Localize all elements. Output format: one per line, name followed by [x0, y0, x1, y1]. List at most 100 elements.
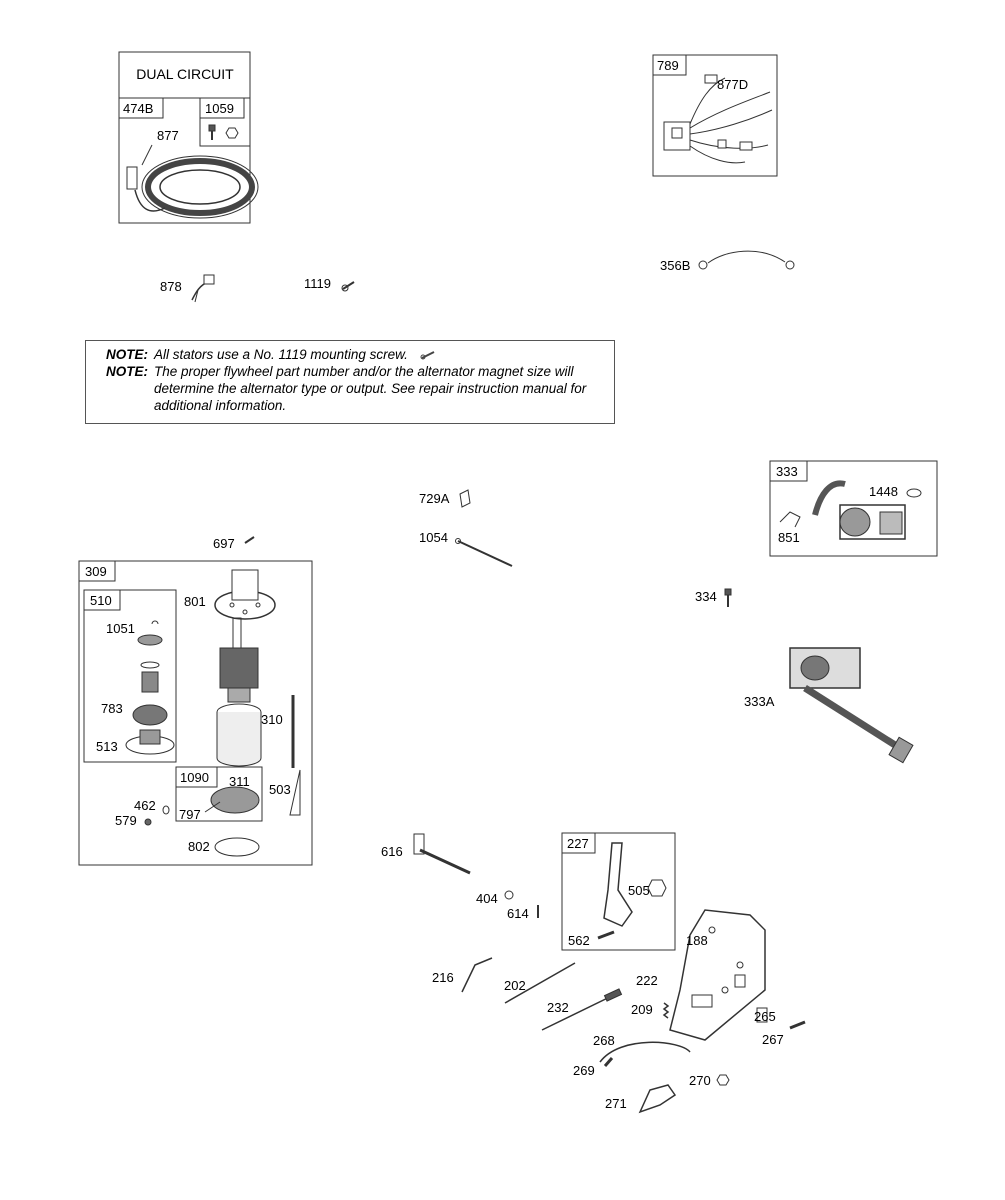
part-label-1051: 1051: [106, 621, 135, 636]
bolt-562-icon: [597, 930, 615, 940]
part-label-271: 271: [605, 1096, 627, 1111]
washer-1448-icon: [906, 488, 922, 498]
drive-gear-icon: [125, 620, 175, 755]
part-label-270: 270: [689, 1073, 711, 1088]
part-label-216: 216: [432, 970, 454, 985]
part-label-614: 614: [507, 906, 529, 921]
part-label-268: 268: [593, 1033, 615, 1048]
armature-333A-icon: [789, 647, 914, 764]
box-label-333: 333: [776, 464, 798, 479]
screw-icon: [208, 124, 216, 140]
part-label-462: 462: [134, 798, 156, 813]
clip-265-icon: [756, 1007, 768, 1023]
brush-plate-icon: [204, 786, 260, 814]
part-label-269: 269: [573, 1063, 595, 1078]
note-box: NOTE: All stators use a No. 1119 mountin…: [85, 340, 615, 424]
part-label-878: 878: [160, 279, 182, 294]
part-label-877D: 877D: [717, 77, 748, 92]
part-label-222: 222: [636, 973, 658, 988]
part-label-797: 797: [179, 807, 201, 822]
bracket-503-icon: [289, 769, 301, 816]
part-label-334: 334: [695, 589, 717, 604]
connector-878-icon: [191, 274, 215, 303]
part-label-503: 503: [269, 782, 291, 797]
part-label-1119: 1119: [304, 276, 331, 291]
note-row-2: NOTE: The proper flywheel part number an…: [106, 363, 604, 414]
part-label-202: 202: [504, 978, 526, 993]
throttle-cable-icon: [599, 1041, 691, 1063]
note-text-1: All stators use a No. 1119 mounting scre…: [154, 346, 604, 363]
end-cap-icon: [214, 569, 276, 620]
screw-334-icon: [724, 588, 732, 607]
spring-209-icon: [662, 1002, 670, 1019]
part-label-729A: 729A: [419, 491, 450, 506]
box-label-1090: 1090: [180, 770, 209, 785]
part-label-188: 188: [686, 933, 708, 948]
stator-icon: [141, 155, 259, 219]
box-label-227: 227: [567, 836, 589, 851]
screw-697-icon: [244, 536, 255, 544]
rod-1054-icon: [455, 538, 513, 567]
note-text-2: The proper flywheel part number and/or t…: [154, 364, 587, 413]
rod-202-icon: [504, 962, 576, 1004]
ground-wire-icon: [698, 250, 795, 270]
part-label-1054: 1054: [419, 530, 448, 545]
nut-icon: [225, 127, 239, 139]
box-label-474B: 474B: [123, 101, 153, 116]
note-keyword: NOTE:: [106, 347, 148, 362]
stator-group: [118, 51, 259, 224]
part-label-877: 877: [157, 128, 179, 143]
washer-404-icon: [504, 890, 514, 900]
part-label-1448: 1448: [869, 484, 898, 499]
dual-circuit-label: DUAL CIRCUIT: [136, 66, 234, 82]
plate-802-icon: [214, 837, 260, 857]
washer-462-icon: [162, 805, 170, 815]
part-label-616: 616: [381, 844, 403, 859]
housing-icon: [216, 703, 262, 767]
box-label-789: 789: [657, 58, 679, 73]
note-line-1: All stators use a No. 1119 mounting scre…: [154, 347, 408, 362]
part-label-562: 562: [568, 933, 590, 948]
part-label-697: 697: [213, 536, 235, 551]
part-label-232: 232: [547, 1000, 569, 1015]
screw-1119-icon: [341, 281, 355, 292]
part-label-265: 265: [754, 1009, 776, 1024]
screw-267-icon: [789, 1020, 806, 1030]
part-label-356B: 356B: [660, 258, 690, 273]
clip-851-icon: [779, 511, 801, 528]
ignition-coil-group: [769, 460, 938, 557]
part-label-801: 801: [184, 594, 206, 609]
bracket-icon: [669, 909, 766, 1041]
nut-505-icon: [647, 879, 667, 897]
part-label-513: 513: [96, 739, 118, 754]
part-label-311: 311: [229, 774, 250, 789]
ignition-coil-icon: [812, 480, 906, 540]
wire-harness-icon: [663, 74, 773, 164]
gasket-729A-icon: [459, 489, 471, 508]
part-label-267: 267: [762, 1032, 784, 1047]
cable-icon: [541, 988, 623, 1031]
part-label-310: 310: [261, 712, 283, 727]
part-label-802: 802: [188, 839, 210, 854]
part-label-505: 505: [628, 883, 650, 898]
starter-group: [78, 560, 313, 866]
part-label-579: 579: [115, 813, 137, 828]
armature-icon: [219, 617, 259, 703]
part-label-404: 404: [476, 891, 498, 906]
lever-271-icon: [638, 1084, 677, 1114]
lever-group: [561, 832, 676, 951]
part-label-851: 851: [778, 530, 800, 545]
box-label-510: 510: [90, 593, 112, 608]
box-label-309: 309: [85, 564, 107, 579]
nut-270-icon: [716, 1074, 730, 1086]
screw-icon: [420, 351, 435, 360]
wire-harness-group: [652, 54, 778, 177]
note-row-1: NOTE: All stators use a No. 1119 mountin…: [106, 346, 604, 363]
shaft-616-icon: [413, 833, 471, 875]
lever-icon: [603, 842, 633, 927]
link-216-icon: [461, 957, 493, 993]
stator-lead-wire: [134, 189, 166, 212]
box-label-1059: 1059: [205, 101, 234, 116]
part-label-333A: 333A: [744, 694, 775, 709]
